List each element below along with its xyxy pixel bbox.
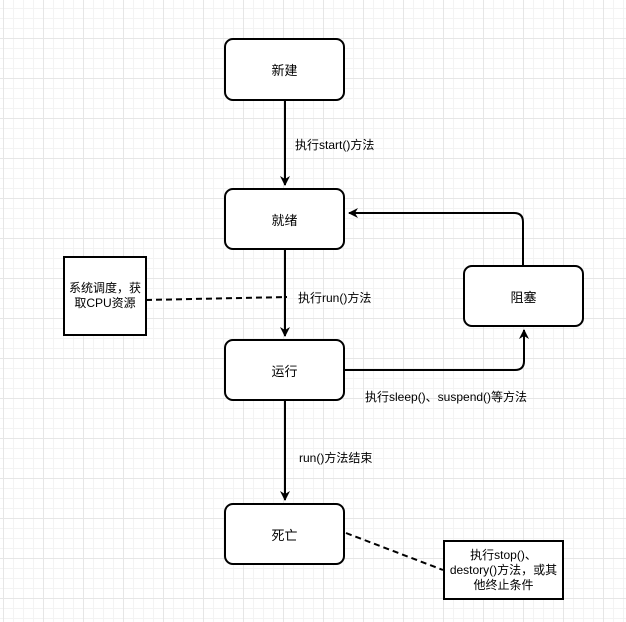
- state-ready-label: 就绪: [271, 212, 298, 228]
- state-running-label: 运行: [271, 363, 298, 379]
- label-run-end: run()方法结束: [299, 451, 373, 465]
- state-dead-label: 死亡: [271, 527, 298, 543]
- state-blocked: 阻塞: [463, 265, 584, 327]
- edge-blocked-to-ready: [348, 208, 524, 265]
- note-scheduling: 系统调度，获取CPU资源: [63, 256, 147, 336]
- state-dead: 死亡: [224, 503, 345, 565]
- note-scheduling-text: 系统调度，获取CPU资源: [68, 281, 141, 310]
- state-ready: 就绪: [224, 188, 345, 250]
- edge-running-to-blocked: [345, 329, 529, 371]
- note-link-scheduling: [145, 296, 288, 301]
- note-link-stop: [345, 532, 444, 571]
- state-new: 新建: [224, 38, 345, 101]
- label-run: 执行run()方法: [298, 291, 372, 305]
- note-stop-destroy: 执行stop()、destory()方法，或其他终止条件: [443, 540, 564, 600]
- label-sleep-suspend: 执行sleep()、suspend()等方法: [365, 390, 528, 404]
- state-new-label: 新建: [271, 63, 298, 78]
- note-stop-destroy-text: 执行stop()、destory()方法，或其他终止条件: [449, 547, 558, 592]
- label-start: 执行start()方法: [295, 138, 375, 152]
- state-running: 运行: [224, 339, 345, 401]
- state-blocked-label: 阻塞: [510, 289, 537, 305]
